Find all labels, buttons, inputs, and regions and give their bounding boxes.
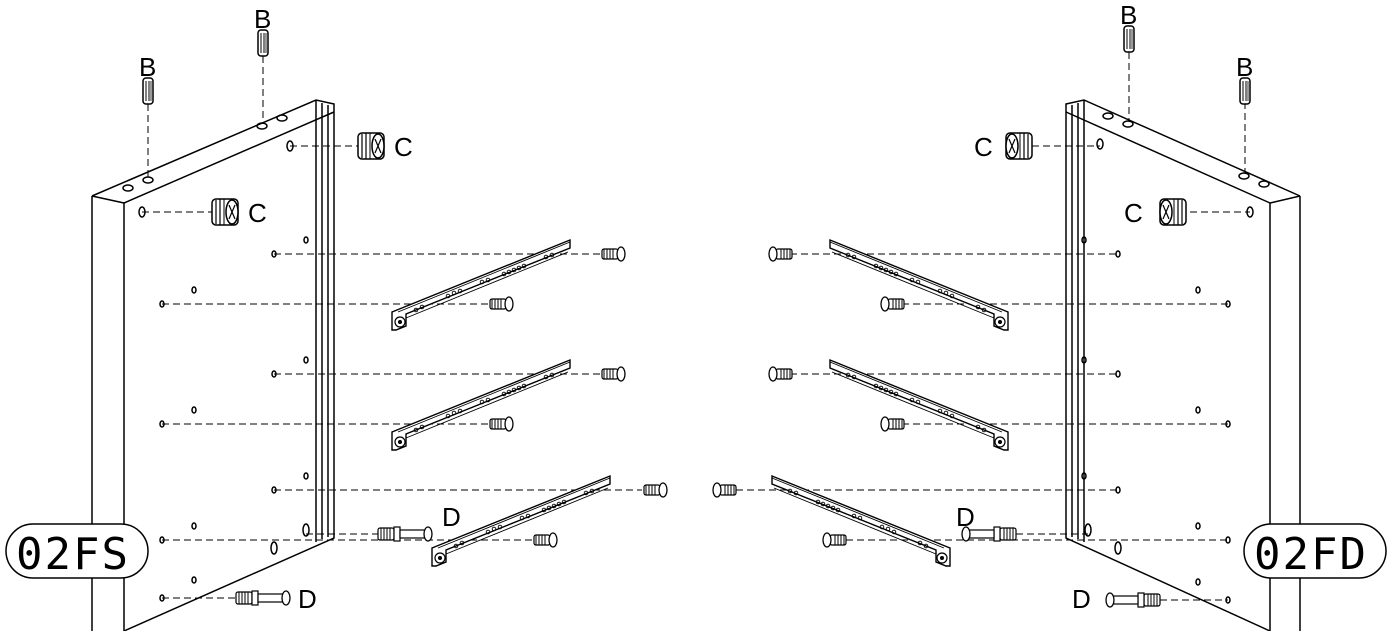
label-b-right-2: B: [1236, 52, 1253, 82]
label-c-left-1: C: [248, 198, 267, 228]
screw: [601, 366, 626, 382]
label-c-right-2: C: [1124, 198, 1143, 228]
screw: [489, 416, 514, 432]
cam-lock: [1005, 132, 1033, 160]
label-c-right-1: C: [974, 132, 993, 162]
cam-bolt: [377, 526, 433, 542]
screw: [489, 296, 514, 312]
screw: [643, 482, 668, 498]
screw: [880, 416, 905, 432]
label-d-right-2: D: [1072, 584, 1091, 614]
cam-bolt: [1105, 592, 1161, 608]
panel-tag-left: 02FS: [5, 523, 149, 580]
panel-code-left: 02FS: [16, 529, 130, 580]
label-d-left-2: D: [298, 584, 317, 614]
label-b-left-1: B: [139, 52, 156, 82]
cam-bolt: [235, 590, 291, 606]
screw: [768, 246, 793, 262]
screw: [533, 532, 558, 548]
label-c-left-2: C: [394, 132, 413, 162]
cam-lock: [357, 132, 385, 160]
screw: [880, 296, 905, 312]
cam-lock: [211, 198, 239, 226]
panel-tag-right: 02FD: [1243, 523, 1387, 580]
screw: [712, 482, 737, 498]
screw: [601, 246, 626, 262]
cam-lock: [1159, 198, 1187, 226]
screw: [822, 532, 847, 548]
label-b-left-2: B: [254, 4, 271, 34]
label-b-right-1: B: [1120, 0, 1137, 30]
label-d-right-1: D: [956, 502, 975, 532]
label-d-left-1: D: [442, 502, 461, 532]
right-side-panel: [1065, 99, 1301, 632]
screw: [768, 366, 793, 382]
panel-code-right: 02FD: [1254, 529, 1368, 580]
